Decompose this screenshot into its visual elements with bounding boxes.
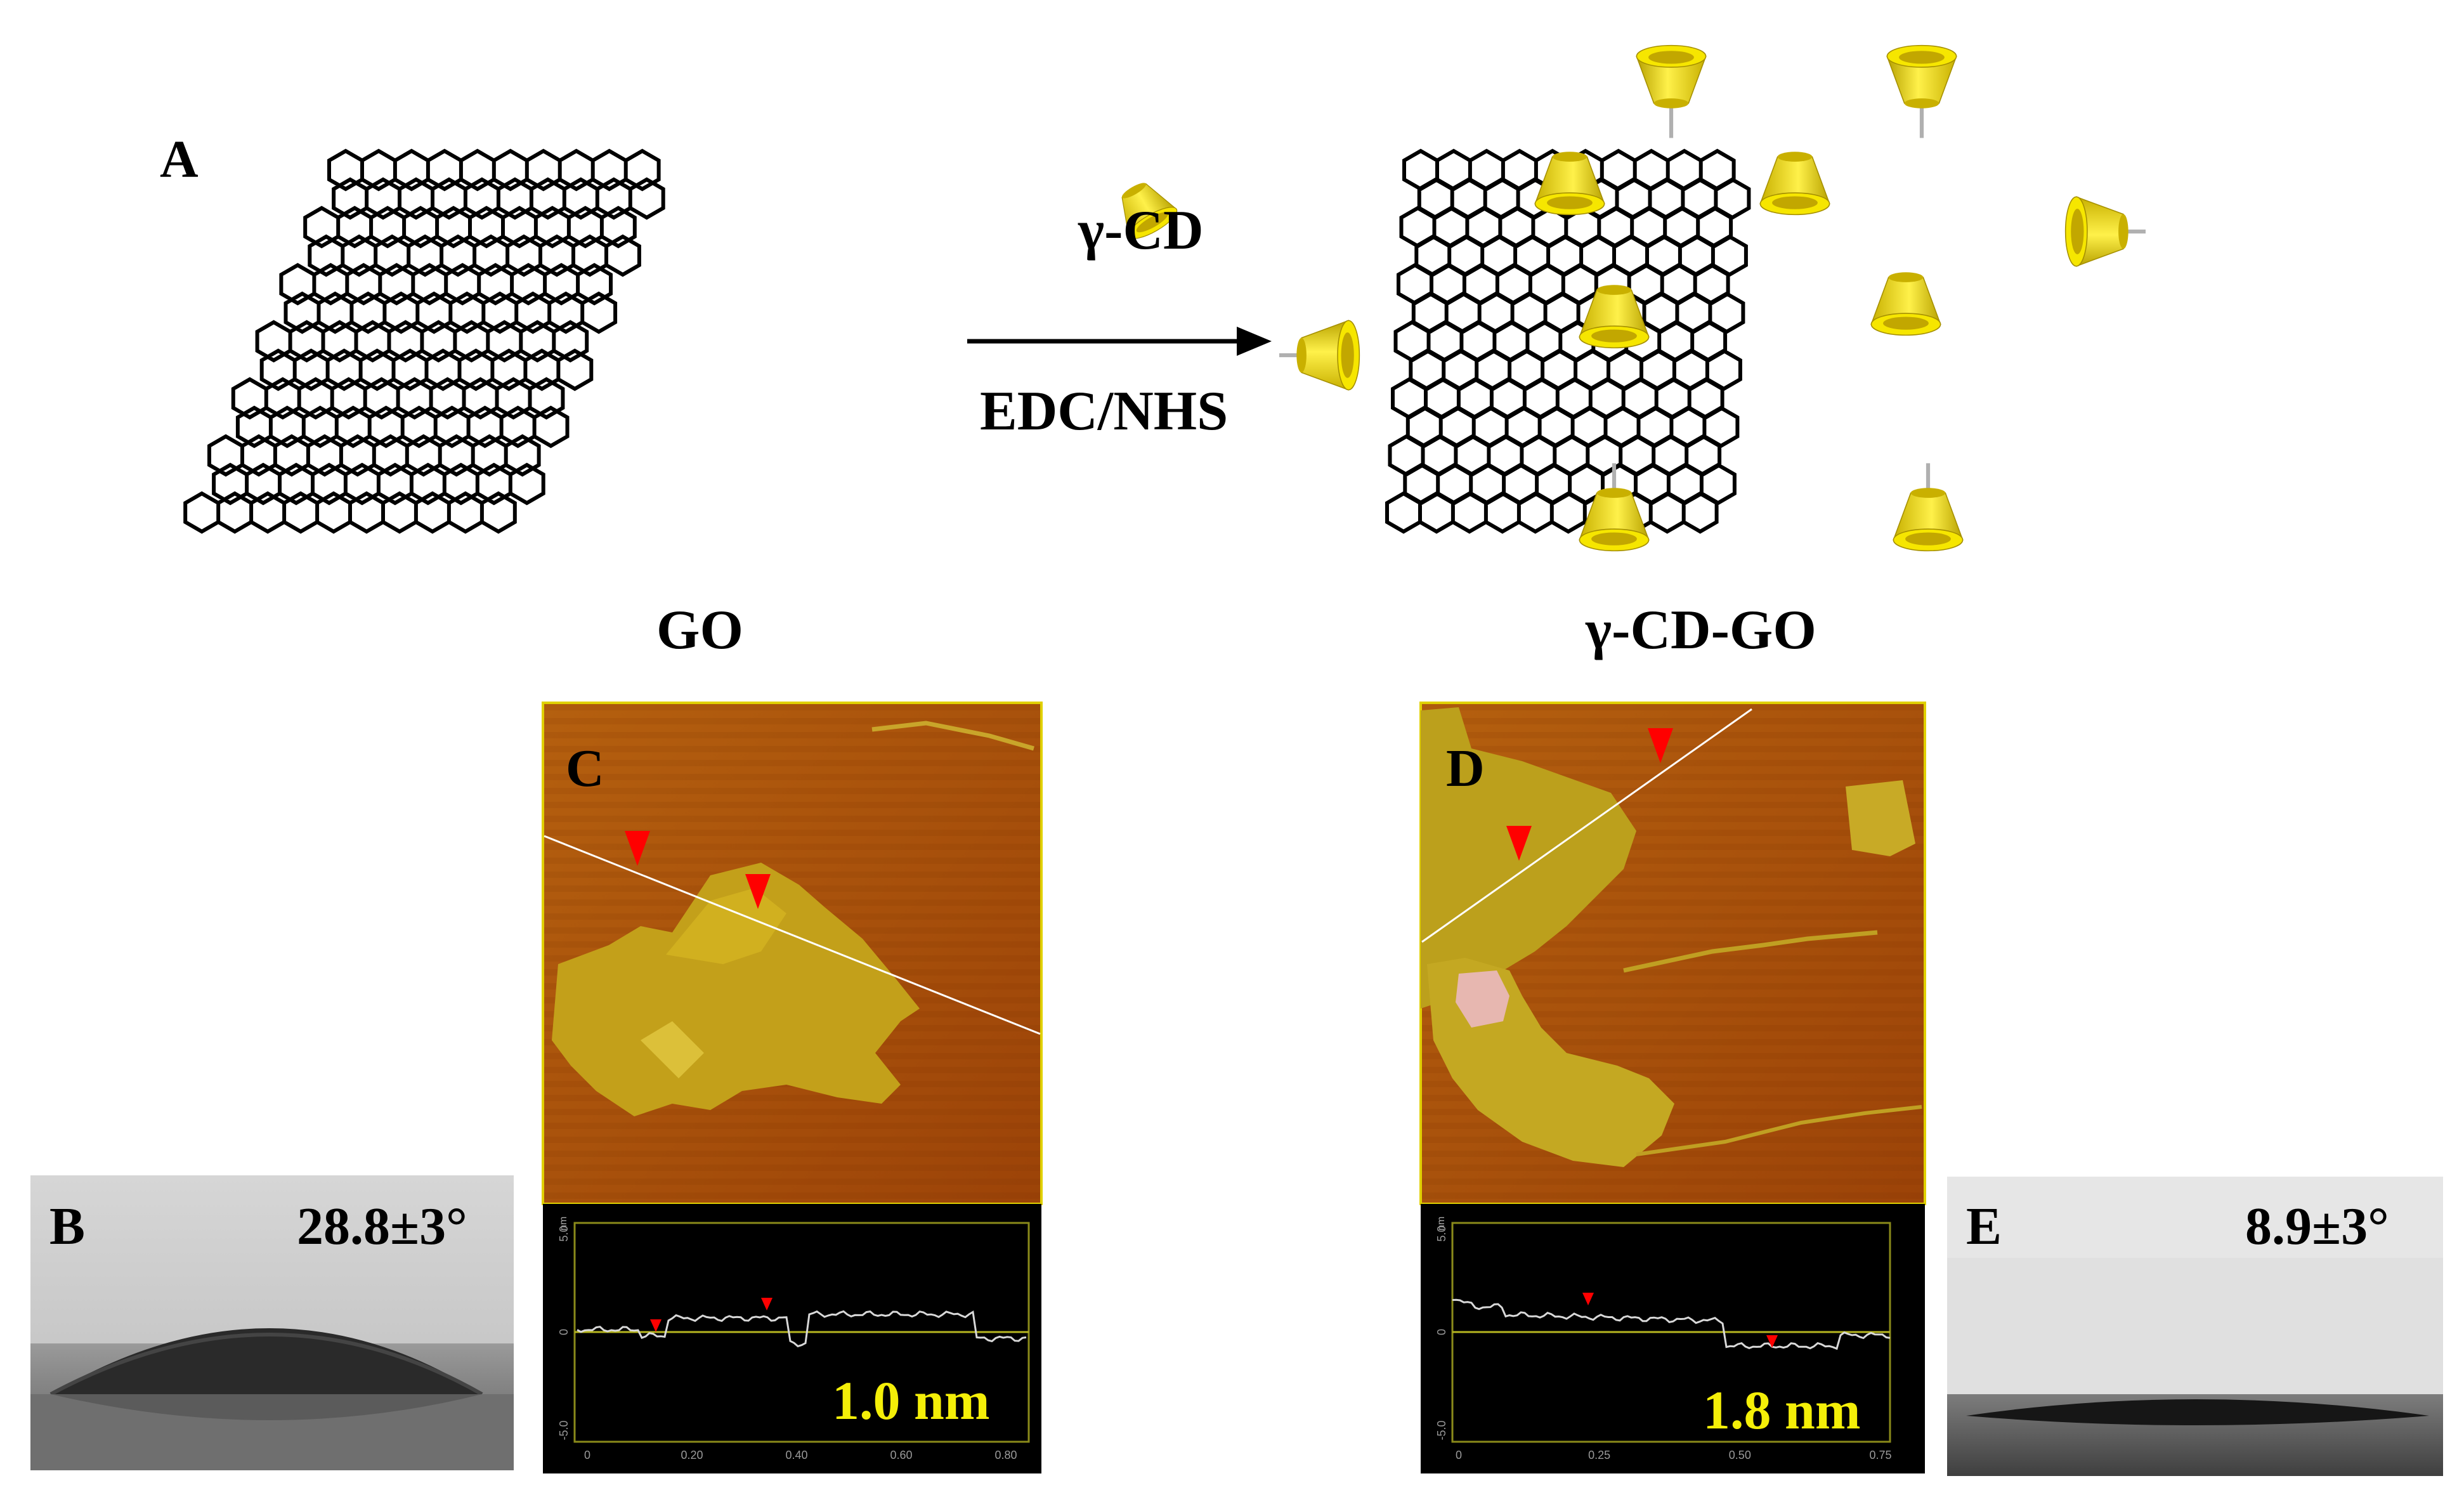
height-profile-cd-go: nm	[1421, 1204, 1925, 1473]
cyclodextrin-cone	[2064, 196, 2146, 267]
afm-cd-go-height-label: 1.8 nm	[1703, 1380, 1861, 1440]
profile-go-x-tick: 0.20	[681, 1449, 703, 1461]
go-sheet-lattice	[183, 148, 665, 534]
profile-go-y-tick: -5.0	[557, 1420, 570, 1440]
height-profile-go: nm	[543, 1204, 1041, 1473]
panel-label-b: B	[49, 1197, 86, 1256]
profile-go-y-tick: 5.0	[557, 1225, 570, 1241]
panel-label-e: E	[1966, 1197, 2002, 1256]
contact-angle-cd-go-value: 8.9±3°	[2245, 1197, 2389, 1256]
panel-label-c: C	[566, 739, 604, 798]
afm-go-height-label: 1.0 nm	[832, 1370, 990, 1431]
go-label: GO	[656, 599, 743, 661]
profile-go-y-unit: nm	[558, 1217, 569, 1231]
conditions-label: EDC/NHS	[980, 381, 1229, 442]
cyclodextrin-cone	[1121, 183, 1178, 239]
profile-cd-go-y-tick: 0	[1435, 1329, 1448, 1335]
contact-angle-go-value: 28.8±3°	[297, 1197, 467, 1256]
profile-go-x-tick: 0.80	[994, 1449, 1017, 1461]
profile-go-y-tick: 0	[557, 1329, 570, 1335]
cyclodextrin-cone	[1759, 152, 1830, 216]
reaction-arrow	[967, 327, 1272, 356]
panel-label-a: A	[160, 130, 199, 189]
profile-go-x-tick: 0	[584, 1449, 590, 1461]
profile-cd-go-x-tick: 0.25	[1588, 1449, 1610, 1461]
cyclodextrin-cone	[1870, 272, 1941, 336]
reagent-label: γ-CD	[1078, 200, 1204, 261]
cyclodextrin-cone	[1279, 320, 1360, 391]
contact-angle-image-cd-go	[1947, 1177, 2443, 1476]
panel-label-d: D	[1446, 739, 1485, 798]
profile-cd-go-x-tick: 0	[1456, 1449, 1462, 1461]
afm-image-cd-go	[1419, 702, 1926, 1205]
cyclodextrin-cone	[1579, 285, 1650, 349]
cyclodextrin-cone	[1579, 463, 1650, 552]
profile-cd-go-x-tick: 0.50	[1729, 1449, 1751, 1461]
cyclodextrin-cones	[1121, 44, 2146, 552]
cyclodextrin-cone	[1534, 152, 1605, 216]
profile-cd-go-x-tick: 0.75	[1869, 1449, 1891, 1461]
profile-cd-go-y-unit: nm	[1436, 1217, 1447, 1231]
profile-go-x-tick: 0.60	[890, 1449, 912, 1461]
afm-image-go	[542, 702, 1043, 1205]
cyclodextrin-cone	[1893, 463, 1964, 552]
contact-angle-image-go	[30, 1175, 514, 1470]
cd-go-label: γ-CD-GO	[1586, 599, 1816, 661]
cyclodextrin-cone	[1636, 44, 1707, 138]
profile-go-x-tick: 0.40	[785, 1449, 807, 1461]
profile-cd-go-y-tick: 5.0	[1435, 1225, 1448, 1241]
profile-cd-go-y-tick: -5.0	[1435, 1420, 1448, 1440]
cyclodextrin-cone	[1886, 44, 1957, 138]
